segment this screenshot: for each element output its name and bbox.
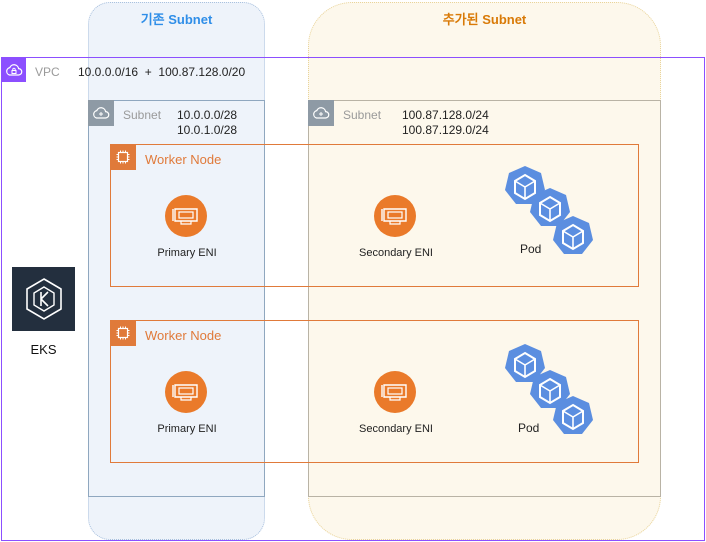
added-subnet-label: Subnet (343, 108, 382, 122)
network-interface-icon (374, 195, 416, 237)
eks-icon (12, 267, 75, 331)
vpc-cidr: 10.0.0.0/16 + 100.87.128.0/20 (78, 65, 246, 79)
vpc-label: VPC (35, 65, 60, 79)
kubernetes-pod-icon (553, 396, 593, 434)
added-subnet-title: 추가된 Subnet (442, 12, 527, 27)
worker-node-2 (110, 320, 639, 463)
added-subnet-cidr-2: 100.87.129.0/24 (402, 123, 489, 137)
pod-label: Pod (518, 421, 540, 435)
existing-subnet-group (88, 2, 265, 540)
eks-label: EKS (30, 342, 57, 357)
subnet-cloud-icon (308, 100, 334, 126)
kubernetes-pod-icon (530, 188, 570, 226)
kubernetes-pod-icon (530, 370, 570, 408)
secondary-eni-label: Secondary ENI (359, 423, 433, 435)
pod-label: Pod (520, 242, 542, 256)
network-interface-icon (165, 195, 207, 237)
existing-subnet-cidr-2: 10.0.1.0/28 (177, 123, 238, 137)
pod-group (505, 344, 593, 434)
pod-group (505, 166, 593, 254)
primary-eni-label: Primary ENI (157, 423, 217, 435)
subnet-cloud-icon (88, 100, 114, 126)
chip-icon (110, 144, 136, 170)
worker-node-label: Worker Node (145, 152, 222, 167)
existing-subnet-title: 기존 Subnet (140, 12, 213, 27)
added-subnet-group (308, 2, 661, 540)
existing-subnet (88, 100, 265, 497)
worker-node-1 (110, 144, 639, 287)
vpc-cloud-icon (1, 57, 26, 82)
primary-eni-label: Primary ENI (157, 247, 217, 259)
network-interface-icon (374, 371, 416, 413)
added-subnet (308, 100, 661, 497)
kubernetes-pod-icon (505, 344, 545, 382)
network-interface-icon (165, 371, 207, 413)
existing-subnet-cidr-1: 10.0.0.0/28 (177, 108, 238, 122)
chip-icon (110, 320, 136, 346)
worker-node-label: Worker Node (145, 328, 222, 343)
secondary-eni-label: Secondary ENI (359, 247, 433, 259)
added-subnet-cidr-1: 100.87.128.0/24 (402, 108, 489, 122)
existing-subnet-label: Subnet (123, 108, 162, 122)
kubernetes-pod-icon (505, 166, 545, 204)
kubernetes-pod-icon (553, 216, 593, 254)
vpc-boundary (1, 57, 705, 541)
